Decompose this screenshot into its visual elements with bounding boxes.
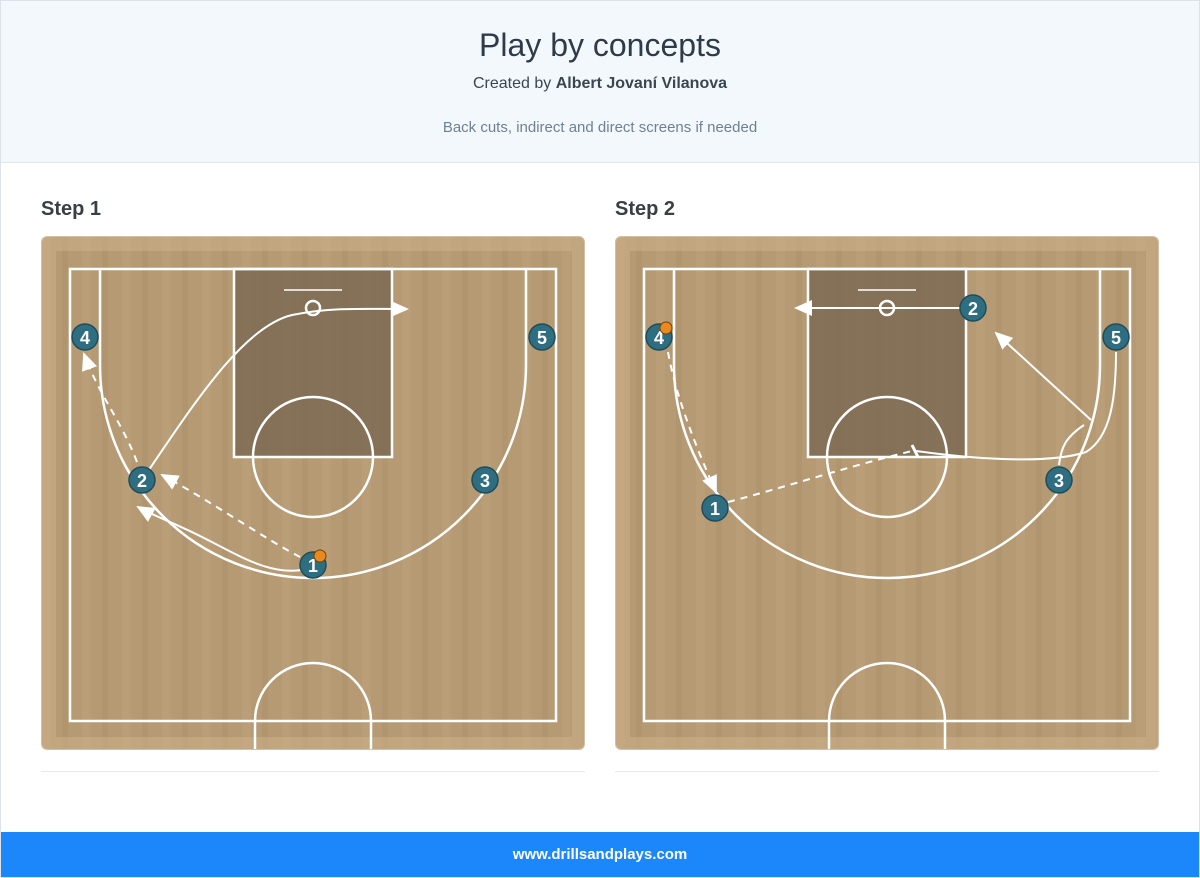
play-description: Back cuts, indirect and direct screens i… bbox=[442, 119, 758, 136]
center-circle bbox=[827, 661, 947, 722]
step-1-panel: Step 1 bbox=[41, 198, 585, 772]
player-2[interactable]: 2 bbox=[959, 294, 987, 322]
paint-area bbox=[234, 269, 392, 457]
site-footer: www.drillsandplays.com bbox=[1, 832, 1199, 877]
basketball-icon bbox=[659, 321, 673, 335]
page-title: Play by concepts bbox=[479, 27, 721, 63]
author-line: Created by Albert Jovaní Vilanova bbox=[1, 75, 1199, 93]
step-2-title: Step 2 bbox=[615, 198, 676, 220]
center-circle bbox=[253, 661, 373, 722]
svg-text:1: 1 bbox=[308, 556, 318, 576]
player-1[interactable]: 1 bbox=[701, 494, 729, 522]
svg-text:2: 2 bbox=[968, 299, 978, 319]
step-1-court[interactable]: 4 5 2 3 1 bbox=[41, 236, 585, 750]
free-throw-circle bbox=[251, 395, 375, 519]
player-5[interactable]: 5 bbox=[528, 323, 556, 351]
player-2[interactable]: 2 bbox=[128, 466, 156, 494]
screen-path-5 bbox=[915, 351, 1117, 461]
svg-text:1: 1 bbox=[710, 499, 720, 519]
svg-text:4: 4 bbox=[654, 328, 664, 348]
svg-text:5: 5 bbox=[1111, 328, 1121, 348]
author-name: Albert Jovaní Vilanova bbox=[555, 75, 728, 92]
player-4[interactable]: 4 bbox=[71, 323, 99, 351]
screen-marker bbox=[910, 444, 920, 458]
step-2-divider bbox=[615, 771, 1159, 772]
svg-text:2: 2 bbox=[137, 471, 147, 491]
cut-path-1 bbox=[136, 506, 308, 572]
pass-line-4 bbox=[667, 351, 717, 494]
svg-text:4: 4 bbox=[80, 328, 90, 348]
court-diagram-1: 4 5 2 3 1 bbox=[42, 237, 584, 749]
svg-text:3: 3 bbox=[1054, 471, 1064, 491]
svg-text:5: 5 bbox=[537, 328, 547, 348]
three-point-arc bbox=[672, 364, 1102, 580]
step-1-title: Step 1 bbox=[41, 198, 102, 220]
svg-text:3: 3 bbox=[480, 471, 490, 491]
step-1-divider bbox=[41, 771, 585, 772]
hoop bbox=[304, 299, 322, 317]
player-4[interactable]: 4 bbox=[645, 321, 673, 351]
court-diagram-2: 4 2 5 1 3 bbox=[616, 237, 1158, 749]
created-by-label: Created by bbox=[472, 75, 552, 92]
player-5[interactable]: 5 bbox=[1102, 323, 1130, 351]
player-1[interactable]: 1 bbox=[299, 549, 327, 579]
cut-path-3 bbox=[994, 331, 1092, 421]
pass-line-2 bbox=[82, 352, 138, 463]
step-2-court[interactable]: 4 2 5 1 3 bbox=[615, 236, 1159, 750]
pass-line-1 bbox=[727, 449, 917, 503]
free-throw-circle bbox=[825, 395, 949, 519]
step-2-panel: Step 2 bbox=[615, 198, 1159, 772]
key-lines bbox=[232, 267, 394, 459]
footer-url-link[interactable]: www.drillsandplays.com bbox=[512, 846, 688, 863]
screen-path-3 bbox=[1058, 424, 1085, 466]
page-header: Play by concepts Created by Albert Jovan… bbox=[1, 1, 1199, 163]
player-3[interactable]: 3 bbox=[1045, 466, 1073, 494]
key-lines bbox=[806, 267, 968, 459]
pass-line-1 bbox=[160, 474, 301, 558]
basketball-icon bbox=[313, 549, 327, 563]
player-3[interactable]: 3 bbox=[471, 466, 499, 494]
paint-area bbox=[808, 269, 966, 457]
cut-path-2 bbox=[141, 300, 409, 481]
